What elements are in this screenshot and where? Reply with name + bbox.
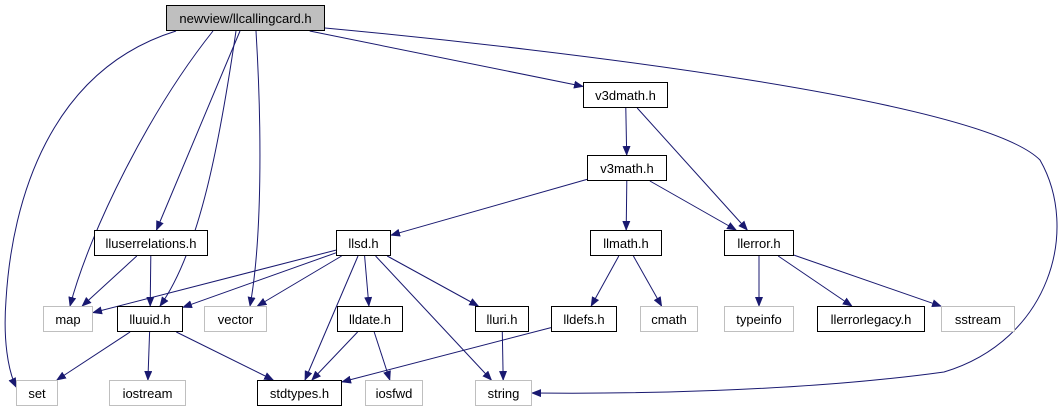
edge-llmath-to-lldefs	[590, 255, 620, 307]
edge-lluuid-to-set	[56, 331, 131, 381]
edge-llerror-to-llerrorlegacy	[777, 255, 853, 307]
edge-lldate-to-stdtypes	[311, 331, 358, 381]
edge-v3math-to-llsd	[390, 178, 588, 237]
node-iosfwd: iosfwd	[365, 380, 423, 406]
edge-root-to-lluserrelations	[156, 30, 241, 231]
edge-root-to-vector	[247, 30, 261, 307]
node-lluri[interactable]: lluri.h	[475, 306, 529, 332]
node-v3dmath[interactable]: v3dmath.h	[583, 82, 668, 108]
node-lluserrelations[interactable]: lluserrelations.h	[94, 230, 208, 256]
node-map: map	[43, 306, 93, 332]
node-vector: vector	[204, 306, 267, 332]
node-cmath: cmath	[640, 306, 698, 332]
edge-llsd-to-map	[92, 249, 337, 315]
edge-v3math-to-llerror	[649, 180, 737, 231]
node-root: newview/llcallingcard.h	[166, 5, 325, 31]
edge-llerror-to-sstream	[793, 254, 942, 308]
edge-lluserrelations-to-map	[81, 255, 138, 307]
node-lluuid[interactable]: lluuid.h	[117, 306, 183, 332]
edge-llsd-to-lluri	[386, 255, 480, 307]
edge-v3math-to-llmath	[622, 180, 631, 231]
edge-llsd-to-lluuid	[182, 252, 337, 309]
edge-llsd-to-vector	[256, 255, 342, 307]
edge-lldate-to-iosfwd	[373, 331, 391, 381]
node-iostream: iostream	[109, 380, 186, 406]
node-llsd[interactable]: llsd.h	[336, 230, 391, 256]
node-sstream: sstream	[941, 306, 1015, 332]
node-lldefs[interactable]: lldefs.h	[551, 306, 617, 332]
edge-llsd-to-lldate	[364, 255, 373, 307]
edge-lluserrelations-to-lluuid	[146, 255, 155, 307]
node-set: set	[16, 380, 58, 406]
edge-root-to-set	[4, 30, 177, 388]
edge-llsd-to-string	[375, 255, 493, 381]
edge-lldefs-to-stdtypes	[341, 327, 552, 384]
node-llerror[interactable]: llerror.h	[724, 230, 794, 256]
edge-lluuid-to-iostream	[144, 331, 153, 381]
edge-root-to-map	[68, 30, 214, 307]
edge-lluuid-to-stdtypes	[176, 331, 275, 381]
edge-v3dmath-to-v3math	[622, 107, 631, 156]
node-string: string	[475, 380, 532, 406]
node-v3math[interactable]: v3math.h	[587, 155, 667, 181]
edge-llsd-to-stdtypes	[304, 255, 359, 381]
edge-root-to-v3dmath	[309, 30, 584, 89]
node-llerrorlegacy[interactable]: llerrorlegacy.h	[817, 306, 925, 332]
node-lldate[interactable]: lldate.h	[337, 306, 403, 332]
edge-lluri-to-string	[499, 331, 508, 381]
node-typeinfo: typeinfo	[724, 306, 794, 332]
edge-v3dmath-to-llerror	[636, 107, 748, 231]
node-stdtypes[interactable]: stdtypes.h	[257, 380, 342, 406]
node-llmath[interactable]: llmath.h	[590, 230, 662, 256]
edge-llmath-to-cmath	[632, 255, 663, 307]
edge-root-to-string	[324, 27, 1058, 398]
edge-root-to-lluuid	[159, 30, 237, 307]
